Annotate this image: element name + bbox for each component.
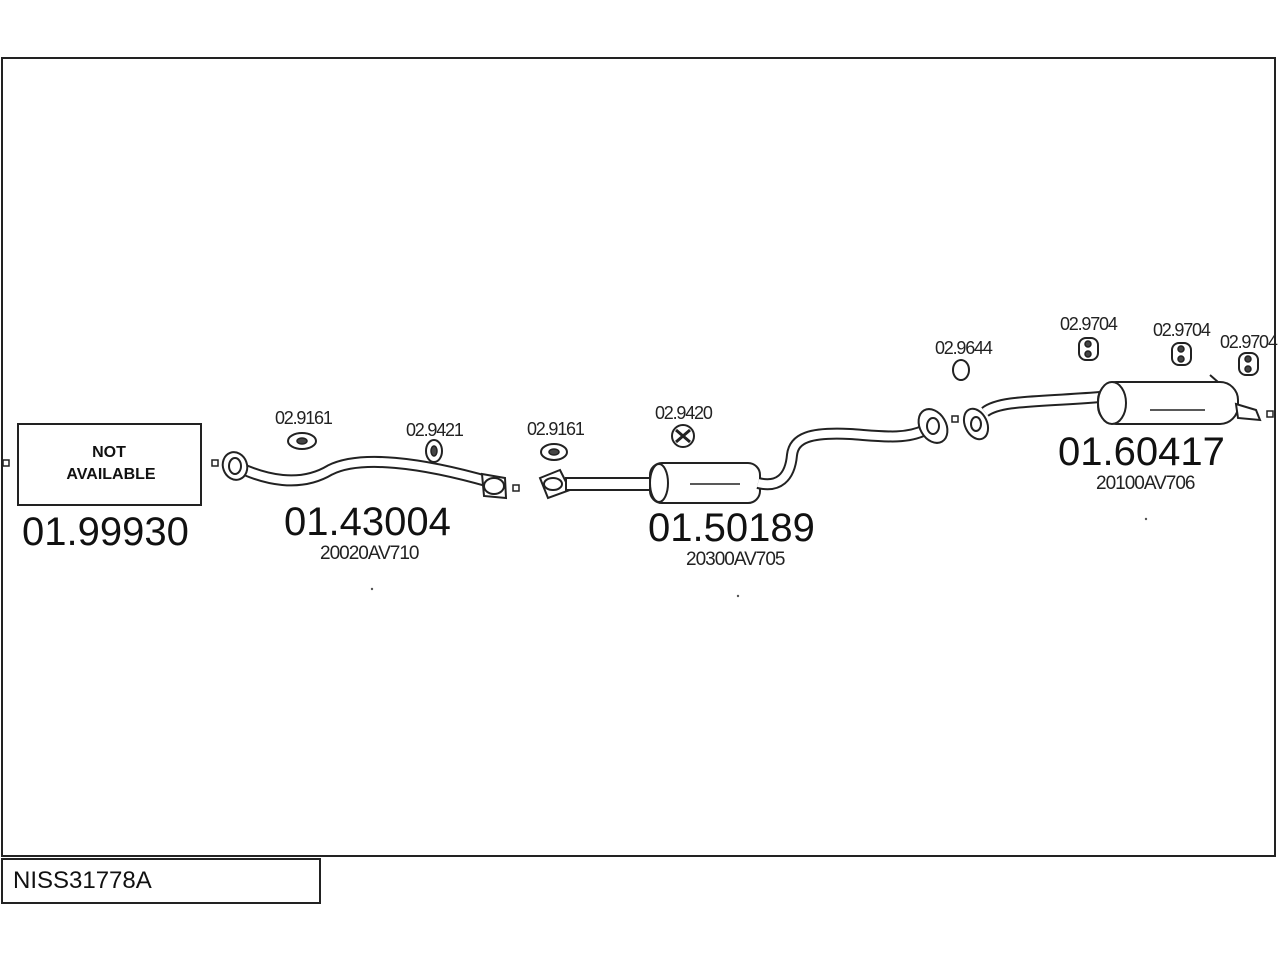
oem-front-pipe: 20020AV710 — [320, 543, 419, 564]
center-muffler-part[interactable] — [538, 404, 959, 504]
part-number-front: 01.99930 — [22, 510, 189, 554]
fitting-8[interactable]: 02.9704 — [1220, 332, 1279, 376]
part-number-center: 01.50189 — [648, 506, 815, 550]
dot-marker — [370, 587, 374, 591]
fitting-1[interactable]: 02.9161 — [275, 408, 334, 450]
part-number-rear: 01.60417 — [1058, 430, 1225, 474]
fitting-6-number: 02.9704 — [1060, 314, 1118, 334]
fitting-5-number: 02.9644 — [935, 338, 993, 358]
part-number-front-pipe: 01.43004 — [284, 500, 451, 544]
fitting-6[interactable]: 02.9704 — [1060, 314, 1119, 361]
oem-center: 20300AV705 — [686, 549, 785, 570]
fitting-3-number: 02.9161 — [527, 419, 585, 439]
fitting-4-number: 02.9420 — [655, 403, 713, 423]
fitting-2[interactable]: 02.9421 — [406, 420, 465, 463]
fitting-4[interactable]: 02.9420 — [655, 403, 714, 448]
fitting-7[interactable]: 02.9704 — [1153, 320, 1212, 366]
fitting-1-number: 02.9161 — [275, 408, 333, 428]
not-available-line2: AVAILABLE — [66, 466, 156, 483]
dot-marker — [736, 594, 740, 598]
rear-muffler-part[interactable] — [959, 374, 1274, 443]
diagram-code: NISS31778A — [13, 867, 152, 894]
oem-rear: 20100AV706 — [1096, 473, 1195, 494]
diagram-code-box: NISS31778A — [1, 858, 321, 904]
fitting-5[interactable]: 02.9644 — [935, 338, 994, 381]
front-pipe-part[interactable] — [211, 449, 520, 500]
fitting-8-number: 02.9704 — [1220, 332, 1278, 352]
diagram-frame — [1, 57, 1276, 857]
not-available-part[interactable]: NOT AVAILABLE — [2, 423, 202, 506]
not-available-line1: NOT — [92, 444, 126, 461]
fitting-3[interactable]: 02.9161 — [527, 419, 586, 461]
fitting-2-number: 02.9421 — [406, 420, 464, 440]
fitting-7-number: 02.9704 — [1153, 320, 1211, 340]
dot-marker — [1144, 517, 1148, 521]
